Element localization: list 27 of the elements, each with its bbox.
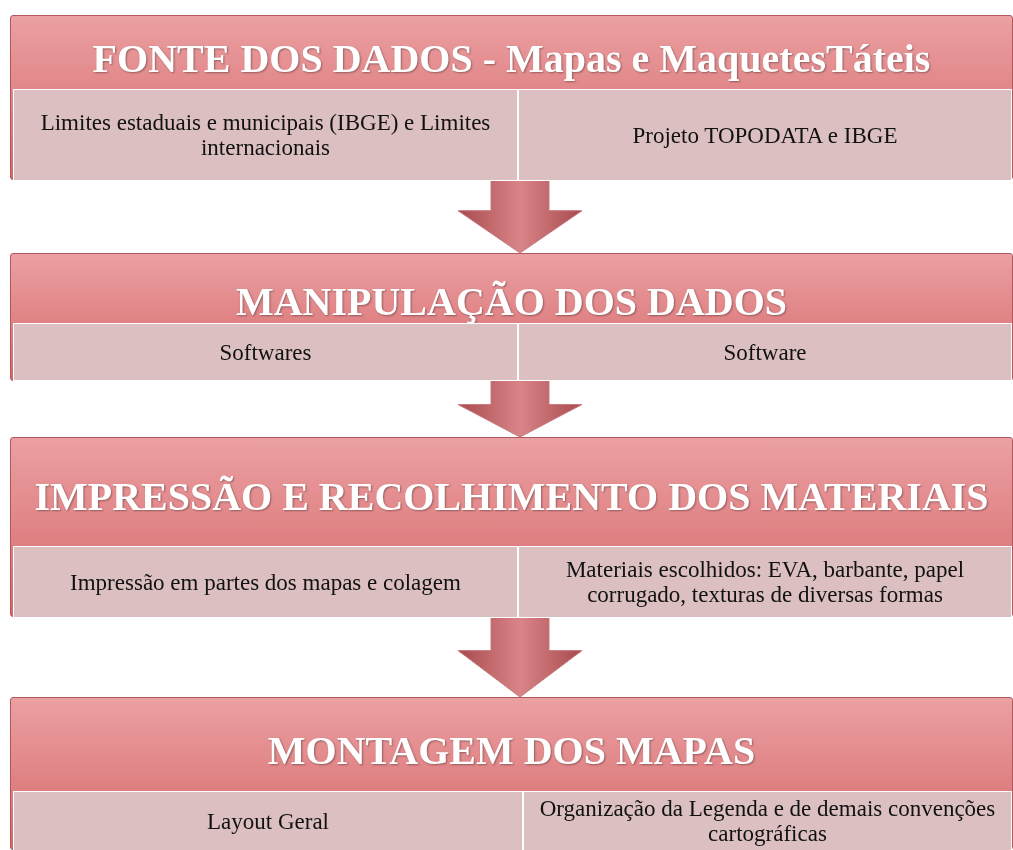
detail-box bbox=[13, 546, 518, 618]
detail-text: Limites estaduais e municipais (IBGE) e Limites internacionais bbox=[39, 110, 492, 160]
down-arrow bbox=[457, 616, 583, 698]
detail-box bbox=[523, 791, 1012, 850]
stage-title: MANIPULAÇÃO DOS DADOS bbox=[234, 281, 789, 323]
detail-box bbox=[518, 89, 1012, 181]
detail-text: Layout Geral bbox=[206, 808, 330, 834]
stage-title: IMPRESSÃO E RECOLHIMENTO DOS MATERIAIS bbox=[33, 476, 990, 518]
stage-band bbox=[10, 437, 1013, 617]
detail-text: Projeto TOPODATA e IBGE bbox=[631, 122, 899, 148]
detail-box bbox=[13, 791, 523, 850]
stage-band bbox=[10, 697, 1013, 850]
detail-text: Impressão em partes dos mapas e colagem bbox=[69, 569, 462, 595]
stage-band bbox=[10, 253, 1013, 381]
down-arrow bbox=[457, 179, 583, 254]
detail-text: Materiais escolhidos: EVA, barbante, papel corrugado, texturas de diversas formas bbox=[564, 557, 966, 607]
detail-text: Software bbox=[722, 339, 808, 365]
detail-box bbox=[13, 323, 518, 381]
detail-box bbox=[13, 89, 518, 181]
stage-title: FONTE DOS DADOS - Mapas e MaquetesTáteis bbox=[91, 38, 932, 80]
down-arrow bbox=[457, 380, 583, 438]
stage-band bbox=[10, 15, 1013, 180]
detail-text: Softwares bbox=[218, 339, 313, 365]
stage-title: MONTAGEM DOS MAPAS bbox=[266, 730, 757, 772]
detail-text: Organização da Legenda e de demais convenções cartográficas bbox=[538, 796, 997, 846]
detail-box bbox=[518, 323, 1012, 381]
detail-box bbox=[518, 546, 1012, 618]
